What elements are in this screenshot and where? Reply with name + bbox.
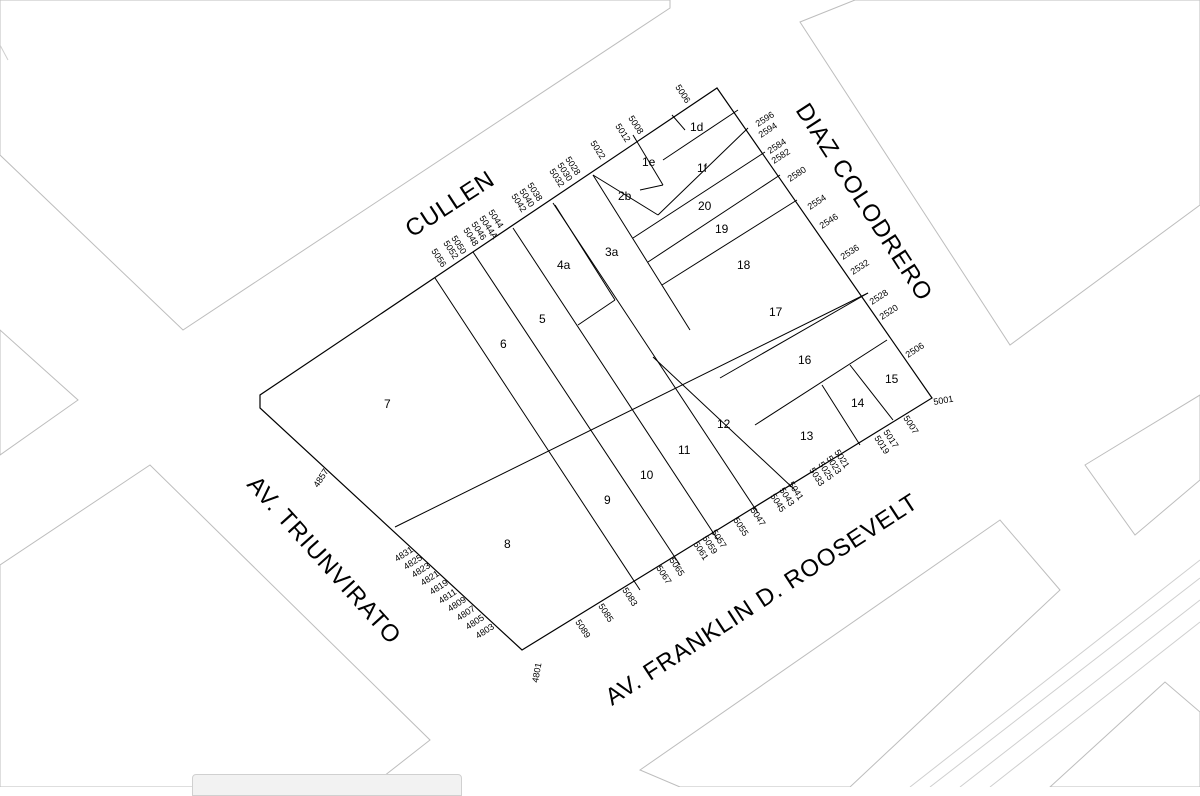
- address-number: 2532: [849, 257, 871, 276]
- address-number: 5055: [731, 516, 750, 538]
- lot-label: 1d: [690, 120, 703, 134]
- address-number: 4801: [530, 662, 543, 683]
- address-number: 5022: [588, 139, 607, 161]
- lot-label: 15: [885, 372, 899, 386]
- lot-label: 3a: [605, 245, 619, 259]
- address-number: 2554: [806, 192, 828, 211]
- address-number: 5083: [620, 586, 639, 608]
- address-number: 5085: [596, 602, 615, 624]
- lot-label: 2b: [618, 189, 632, 203]
- address-number: 2506: [904, 340, 926, 359]
- lot-label: 5: [539, 312, 546, 326]
- address-number: 5012: [613, 122, 632, 144]
- block-outline: [259, 87, 933, 651]
- address-number: 2520: [878, 302, 900, 321]
- lot-label: 14: [851, 396, 865, 410]
- lot-label: 6: [500, 337, 507, 351]
- lot-label: 4a: [557, 258, 571, 272]
- lot-label: 12: [717, 417, 731, 431]
- address-number: 5067: [654, 564, 673, 586]
- lot-label: 16: [798, 353, 812, 367]
- lot-labels: 1d 1e 1f 2b 3a 4a 5 6 7 8 9 10 11 12 13 …: [384, 120, 899, 551]
- lot-lines: [394, 109, 894, 591]
- lot-label: 18: [737, 258, 751, 272]
- bottom-tab[interactable]: [192, 774, 462, 796]
- lot-label: 17: [769, 305, 783, 319]
- lot-label: 1e: [642, 155, 656, 169]
- lot-label: 9: [604, 493, 611, 507]
- lot-label: 19: [715, 222, 729, 236]
- lot-label: 11: [678, 443, 691, 457]
- address-number: 5006: [673, 83, 692, 105]
- lot-label: 1f: [697, 161, 708, 175]
- lot-label: 8: [504, 537, 511, 551]
- lot-label: 10: [640, 468, 654, 482]
- address-number: 2536: [839, 242, 861, 261]
- address-number: 2580: [786, 164, 808, 183]
- address-number: 5007: [901, 414, 920, 436]
- address-number: 2546: [818, 211, 840, 230]
- address-number: 5001: [933, 394, 954, 407]
- lot-label: 7: [384, 397, 391, 411]
- lot-label: 20: [698, 199, 712, 213]
- address-number: 5047: [748, 506, 767, 528]
- address-number: 2528: [868, 287, 890, 306]
- lot-label: 13: [800, 429, 814, 443]
- address-number: 5089: [573, 618, 592, 640]
